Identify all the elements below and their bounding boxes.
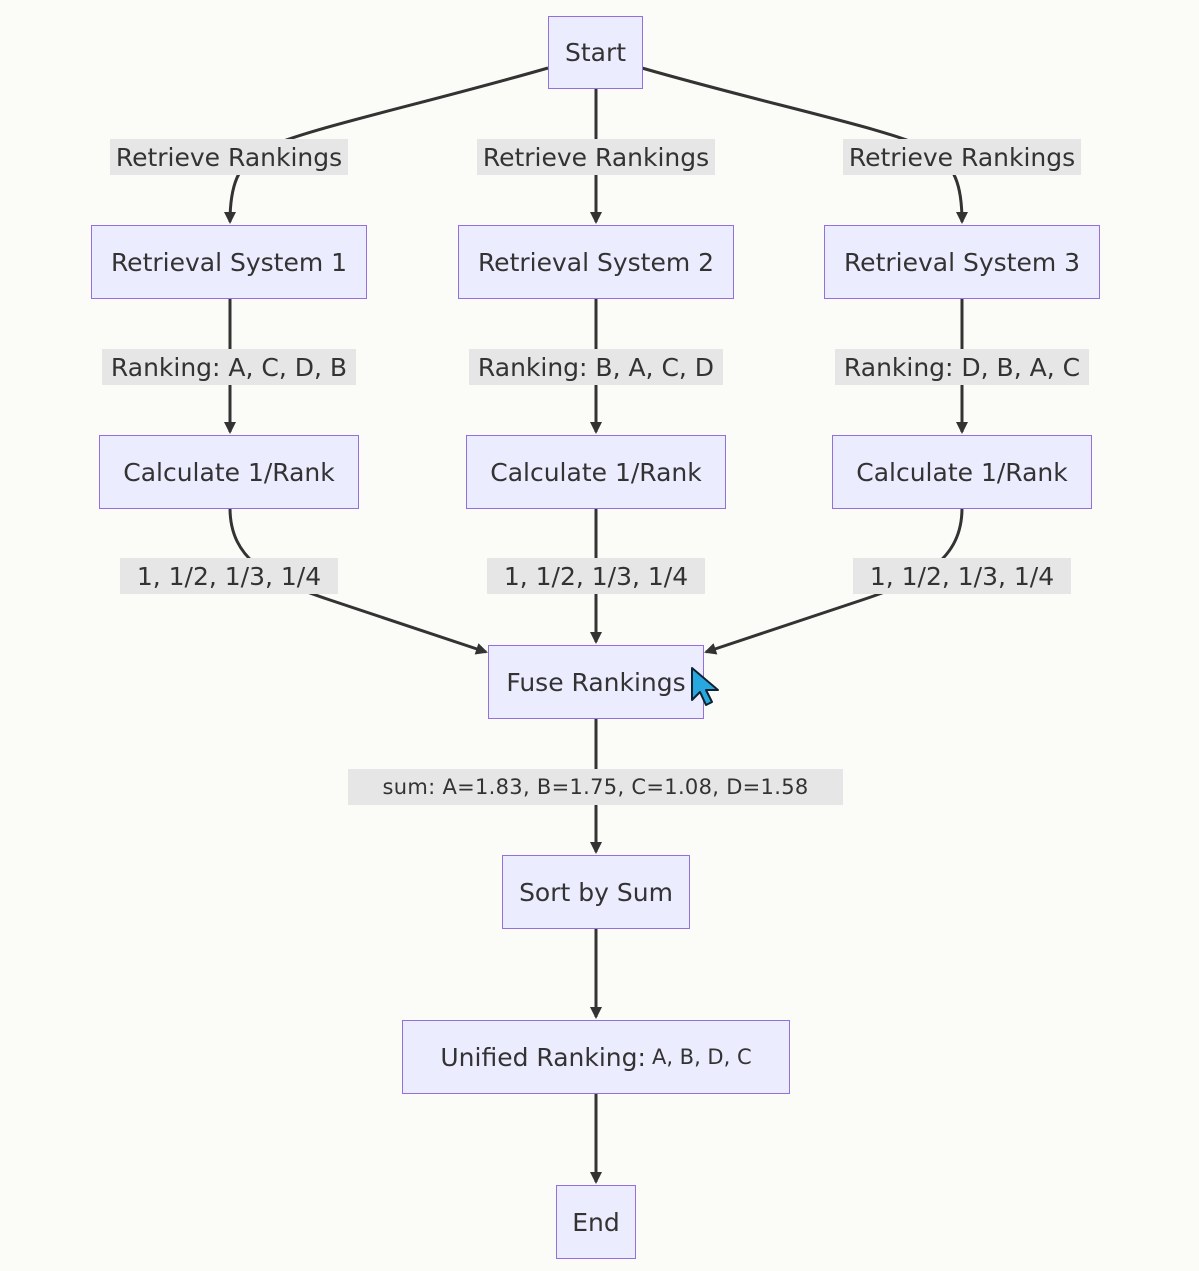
edge-label-retrieve-2: Retrieve Rankings	[477, 139, 715, 175]
node-start[interactable]: Start	[548, 16, 643, 89]
edge-label-reciprocal-2: 1, 1/2, 1/3, 1/4	[487, 558, 705, 594]
edge-label-reciprocal-3: 1, 1/2, 1/3, 1/4	[853, 558, 1071, 594]
edge-label-ranking-2: Ranking: B, A, C, D	[469, 349, 723, 385]
node-fuse-rankings[interactable]: Fuse Rankings	[488, 645, 704, 719]
node-calculate-2[interactable]: Calculate 1/Rank	[466, 435, 726, 509]
node-sort-by-sum[interactable]: Sort by Sum	[502, 855, 690, 929]
edge-label-retrieve-1: Retrieve Rankings	[110, 139, 348, 175]
node-unified-ranking[interactable]: Unified Ranking: A, B, D, C	[402, 1020, 790, 1094]
edge-label-ranking-3: Ranking: D, B, A, C	[835, 349, 1089, 385]
node-calculate-3[interactable]: Calculate 1/Rank	[832, 435, 1092, 509]
unified-ranking-value: A, B, D, C	[651, 1045, 752, 1069]
node-retrieval-system-1[interactable]: Retrieval System 1	[91, 225, 367, 299]
edge-label-ranking-1: Ranking: A, C, D, B	[102, 349, 356, 385]
edge-label-reciprocal-1: 1, 1/2, 1/3, 1/4	[120, 558, 338, 594]
node-retrieval-system-3[interactable]: Retrieval System 3	[824, 225, 1100, 299]
node-retrieval-system-2[interactable]: Retrieval System 2	[458, 225, 734, 299]
unified-ranking-label: Unified Ranking:	[440, 1042, 646, 1072]
node-end[interactable]: End	[556, 1185, 636, 1259]
edge-label-retrieve-3: Retrieve Rankings	[843, 139, 1081, 175]
mouse-pointer-icon	[691, 667, 719, 706]
edge-label-sum: sum: A=1.83, B=1.75, C=1.08, D=1.58	[348, 769, 843, 805]
node-calculate-1[interactable]: Calculate 1/Rank	[99, 435, 359, 509]
